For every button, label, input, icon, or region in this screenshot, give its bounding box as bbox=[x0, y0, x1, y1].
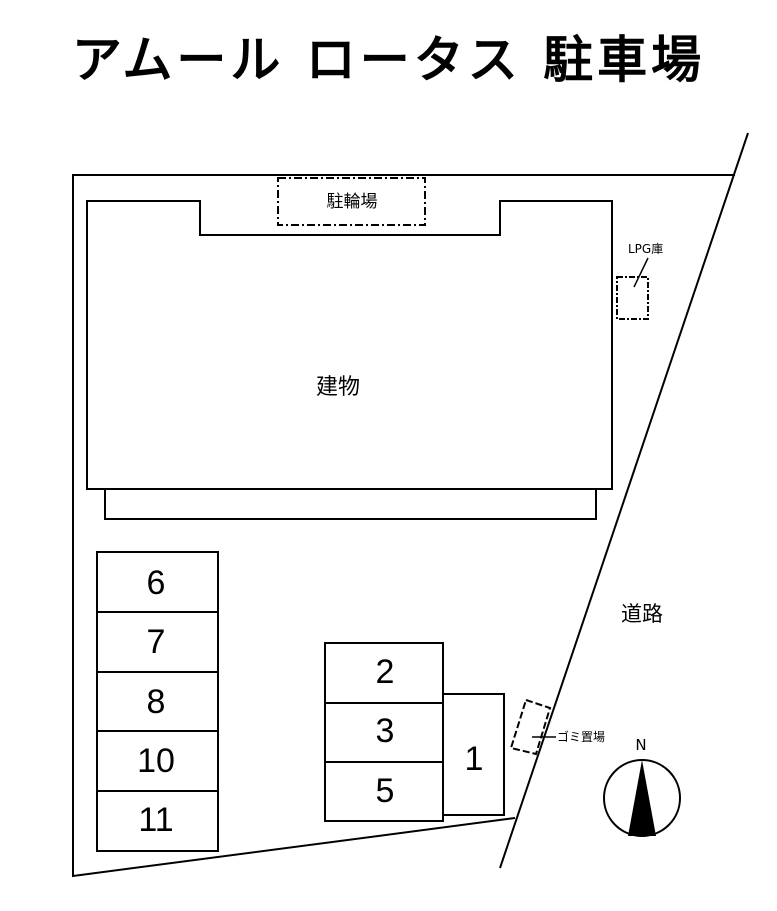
parking-column-middle: 2 3 5 bbox=[324, 642, 444, 822]
lpg-storage-label: LPG庫 bbox=[628, 242, 663, 256]
bicycle-parking-label: 駐輪場 bbox=[327, 192, 378, 212]
page-title: アムール ロータス 駐車場 bbox=[71, 31, 706, 89]
bicycle-parking-area bbox=[277, 177, 426, 226]
garbage-area bbox=[509, 698, 552, 756]
parking-space-2: 2 bbox=[376, 653, 395, 691]
garbage-label: ゴミ置場 bbox=[557, 729, 605, 744]
road-label: 道路 bbox=[621, 602, 663, 626]
road-edge-line bbox=[499, 132, 749, 869]
parking-column-left: 6 7 8 10 11 bbox=[96, 551, 219, 852]
parking-space-1-box: 1 bbox=[442, 693, 505, 816]
building-label: 建物 bbox=[316, 375, 360, 400]
parking-space-11: 11 bbox=[138, 801, 173, 839]
north-label: N bbox=[635, 736, 646, 754]
building-balcony bbox=[104, 488, 597, 520]
parking-space-3: 3 bbox=[376, 712, 395, 750]
lpg-leader-line bbox=[633, 257, 649, 288]
lpg-storage-area bbox=[616, 276, 649, 320]
north-arrow-icon: N bbox=[603, 736, 681, 837]
parking-space-10: 10 bbox=[137, 742, 175, 780]
parking-space-5: 5 bbox=[376, 772, 395, 810]
parking-space-8: 8 bbox=[147, 683, 166, 721]
parking-space-7: 7 bbox=[147, 623, 166, 661]
parking-space-6: 6 bbox=[147, 564, 166, 602]
parking-space-1: 1 bbox=[465, 740, 484, 778]
property-boundary bbox=[72, 174, 735, 878]
building-outline bbox=[86, 200, 613, 490]
